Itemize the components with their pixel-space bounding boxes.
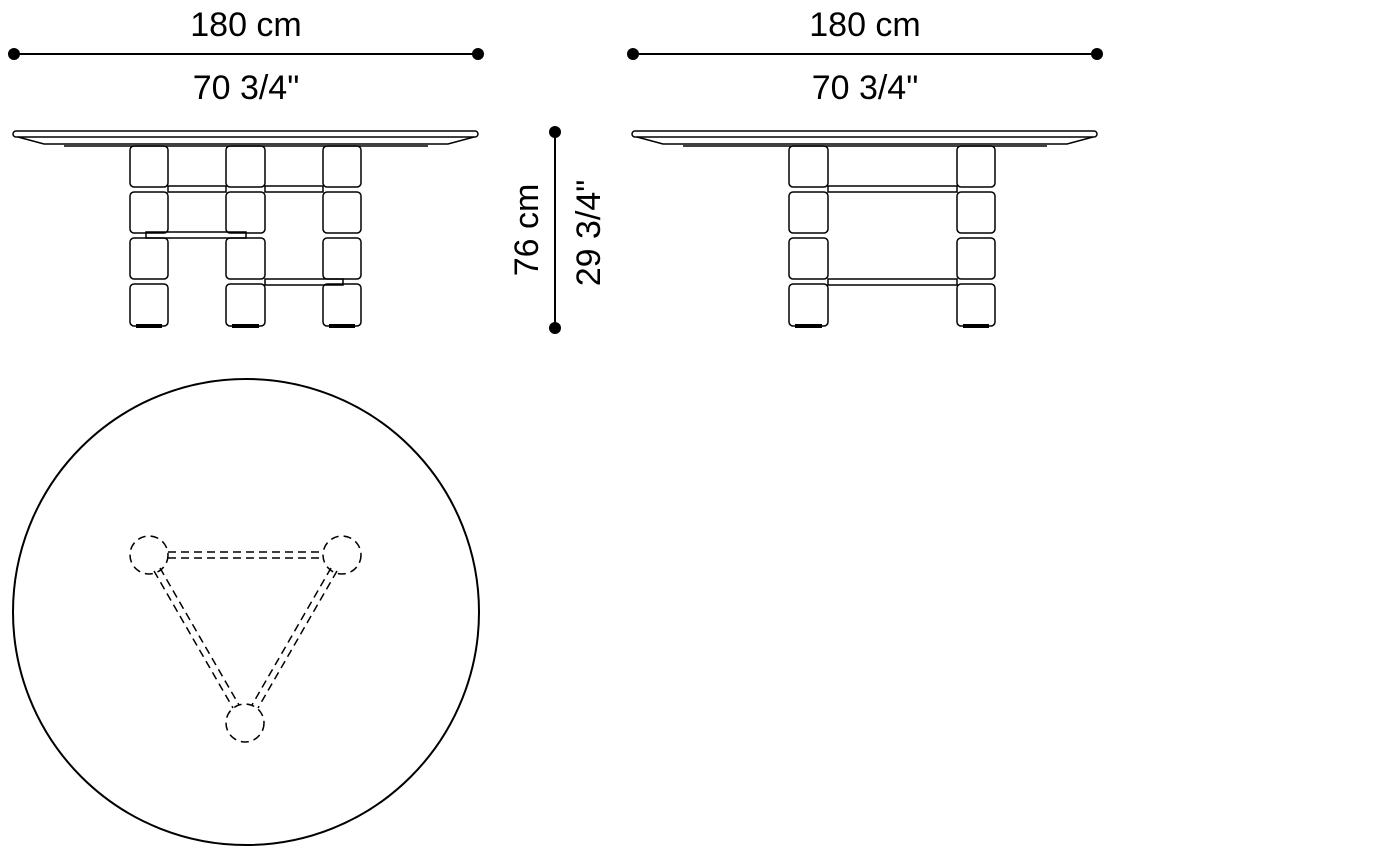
height-imperial: 29 3/4" bbox=[570, 180, 608, 287]
height-metric: 76 cm bbox=[508, 184, 546, 277]
side-width-dimension: 180 cm 70 3/4" bbox=[627, 6, 1103, 107]
side-leg-right bbox=[956, 145, 996, 328]
front-leg-left bbox=[129, 145, 169, 328]
front-width-imperial: 70 3/4" bbox=[193, 69, 300, 107]
side-rails bbox=[827, 185, 958, 286]
front-leg-middle bbox=[225, 145, 266, 328]
front-elevation-view bbox=[12, 130, 479, 328]
round-tabletop-outline bbox=[12, 378, 480, 846]
side-width-imperial: 70 3/4" bbox=[812, 69, 919, 107]
front-rails bbox=[145, 185, 344, 286]
front-width-metric: 180 cm bbox=[190, 6, 302, 44]
front-width-dimension: 180 cm 70 3/4" bbox=[8, 6, 484, 107]
height-dimension: 76 cm 29 3/4" bbox=[508, 126, 608, 334]
side-width-metric: 180 cm bbox=[809, 6, 921, 44]
side-elevation-view bbox=[631, 130, 1098, 328]
plan-view bbox=[12, 378, 480, 846]
hidden-base-outline bbox=[129, 535, 362, 743]
side-leg-left bbox=[788, 145, 829, 328]
front-leg-right bbox=[322, 145, 362, 328]
